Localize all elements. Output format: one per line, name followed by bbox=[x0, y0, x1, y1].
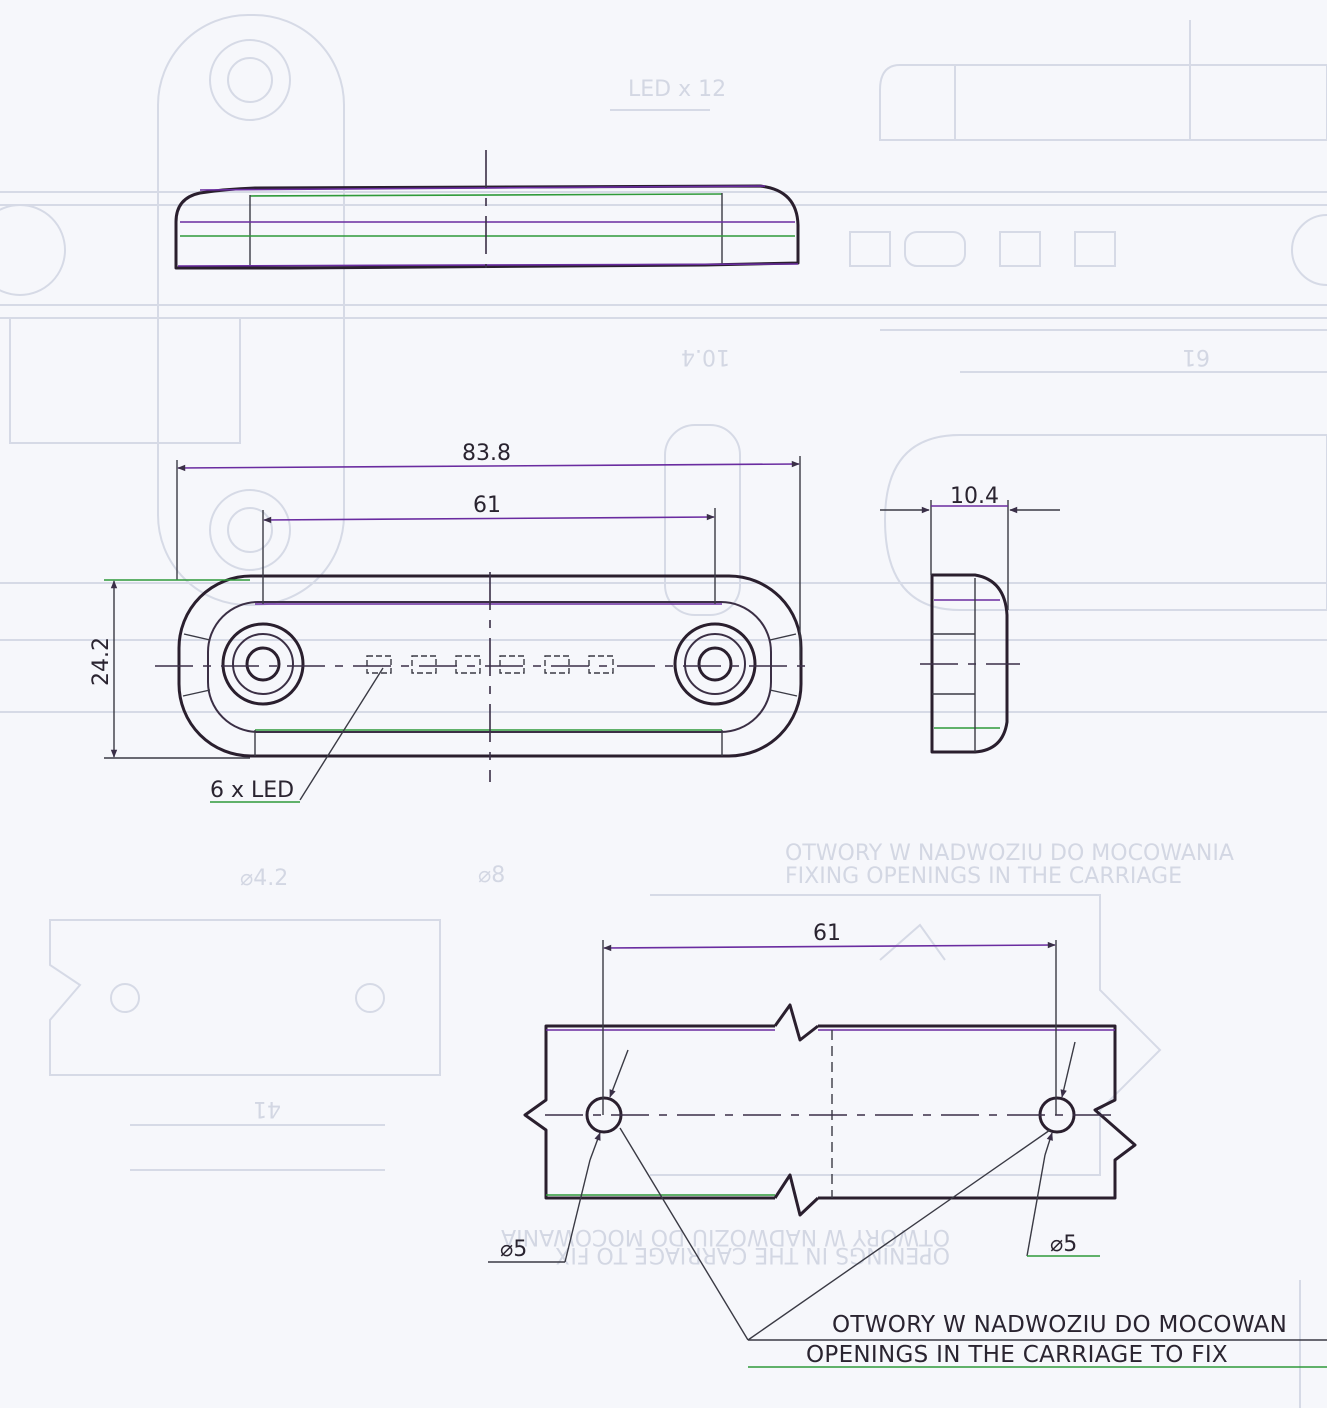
ghost-lines bbox=[130, 1124, 385, 1171]
break-mark-bottom bbox=[773, 1173, 820, 1217]
top-view bbox=[174, 150, 800, 270]
right-mounting-boss bbox=[673, 622, 757, 706]
ghost-bottom-left-block bbox=[49, 919, 441, 1076]
break-mark-top bbox=[773, 1003, 819, 1042]
ghost-side-body bbox=[664, 424, 741, 616]
ghost-box bbox=[9, 317, 241, 444]
ghost-note-pl: OTWORY W NADWOZIU DO MOCOWANIA bbox=[785, 841, 1234, 866]
dim-hole-left: ⌀5 bbox=[500, 1237, 527, 1262]
front-view: 6 x LED bbox=[155, 572, 815, 803]
front-view-ribs bbox=[182, 633, 798, 697]
ghost-hole-top-inner bbox=[227, 57, 273, 103]
note-leader-left bbox=[619, 1127, 749, 1341]
ghost-right-body bbox=[883, 434, 1327, 611]
left-mounting-boss bbox=[221, 622, 305, 706]
ghost-dim-b: 61 bbox=[1182, 344, 1210, 369]
led-label: 6 x LED bbox=[210, 778, 294, 803]
carriage-panel-right bbox=[818, 1024, 1137, 1200]
ghost-led-box bbox=[849, 231, 891, 267]
ghost-left-circle bbox=[0, 204, 66, 296]
led-5 bbox=[544, 655, 570, 674]
dim-hole-spacing-top: 61 bbox=[473, 493, 501, 518]
dim-overall-length: 83.8 bbox=[462, 441, 511, 466]
hole-callout-arrow bbox=[1060, 1041, 1076, 1098]
top-view-edge bbox=[199, 185, 766, 191]
ghost-note-en-mirrored: OPENINGS IN THE CARRIAGE TO FIX bbox=[555, 1242, 950, 1267]
led-3 bbox=[455, 655, 481, 674]
side-view-outline bbox=[930, 573, 1009, 754]
hole-callout-leader bbox=[1026, 1154, 1046, 1257]
ghost-hole-top bbox=[209, 39, 291, 121]
hole-callout-arrow bbox=[589, 1132, 601, 1161]
dim-hole-spacing-bottom: 61 bbox=[813, 921, 841, 946]
dim-depth: 10.4 bbox=[950, 484, 999, 509]
mount-note-en: OPENINGS IN THE CARRIAGE TO FIX bbox=[806, 1342, 1228, 1368]
dim-hole-right: ⌀5 bbox=[1050, 1232, 1077, 1257]
left-boss-ring bbox=[232, 633, 294, 695]
ghost-dim-d: ⌀8 bbox=[478, 863, 505, 888]
mounting-hole-layout: 61 ⌀5 ⌀5 OTWORY W NADWOZIU DO MOCOWAN OP… bbox=[488, 921, 1327, 1368]
ghost-vertical-body bbox=[157, 14, 345, 606]
ghost-led-label: LED x 12 bbox=[628, 77, 726, 102]
top-view-edge bbox=[249, 193, 723, 197]
led-array bbox=[366, 655, 614, 674]
top-view-outline bbox=[174, 184, 800, 270]
ghost-dim-e: 41 bbox=[253, 1096, 281, 1121]
hole-callout-arrow bbox=[609, 1049, 629, 1098]
ghost-note-en: FIXING OPENINGS IN THE CARRIAGE bbox=[785, 864, 1182, 889]
ghost-break bbox=[879, 923, 946, 961]
dim-line-hole-spacing-bottom bbox=[603, 941, 1056, 952]
dim-line-overall-length bbox=[177, 460, 800, 472]
ghost-right-circle bbox=[1291, 214, 1327, 286]
dim-line-hole-spacing-top bbox=[263, 513, 715, 524]
dim-height: 24.2 bbox=[89, 637, 114, 686]
ghost-hole bbox=[355, 983, 385, 1013]
led-2 bbox=[411, 655, 437, 674]
hole-callout-arrow bbox=[1044, 1132, 1053, 1156]
led-leader-line bbox=[299, 667, 384, 801]
hole-callout-leader bbox=[564, 1159, 591, 1263]
led-6 bbox=[588, 655, 614, 674]
ghost-lines bbox=[880, 329, 1327, 373]
right-mounting-hole bbox=[697, 646, 733, 682]
left-mounting-hole bbox=[245, 646, 281, 682]
ghost-note-pl-mirrored: OTWORY W NADWOZIU DO MOCOWANIA bbox=[501, 1224, 950, 1249]
ghost-hole bbox=[110, 983, 140, 1013]
ghost-led-box bbox=[1074, 231, 1116, 267]
background-ghost-drawing: LED x 12 10.4 61 ⌀4.2 ⌀8 41 OTWORY W NAD… bbox=[0, 14, 1327, 1408]
led-1 bbox=[366, 655, 392, 674]
top-view-base bbox=[177, 263, 799, 267]
ghost-dim-c: ⌀4.2 bbox=[240, 866, 288, 891]
ghost-led-box bbox=[904, 231, 966, 267]
ghost-hole-bottom bbox=[209, 489, 291, 571]
carriage-panel-left bbox=[523, 1024, 775, 1200]
ghost-dim-a: 10.4 bbox=[681, 344, 730, 369]
ghost-bottom-right-block bbox=[650, 894, 1162, 1176]
ghost-led-box bbox=[999, 231, 1041, 267]
front-view-dimensions: 83.8 61 24.2 bbox=[89, 441, 801, 759]
mount-note-pl: OTWORY W NADWOZIU DO MOCOWAN bbox=[832, 1312, 1287, 1338]
led-4 bbox=[499, 655, 525, 674]
note-leader-right bbox=[747, 1129, 1051, 1341]
right-boss-ring bbox=[684, 633, 746, 695]
ghost-top-right-body bbox=[879, 64, 1327, 141]
side-view: 10.4 bbox=[880, 484, 1060, 754]
ghost-hole-bottom-inner bbox=[227, 507, 273, 553]
